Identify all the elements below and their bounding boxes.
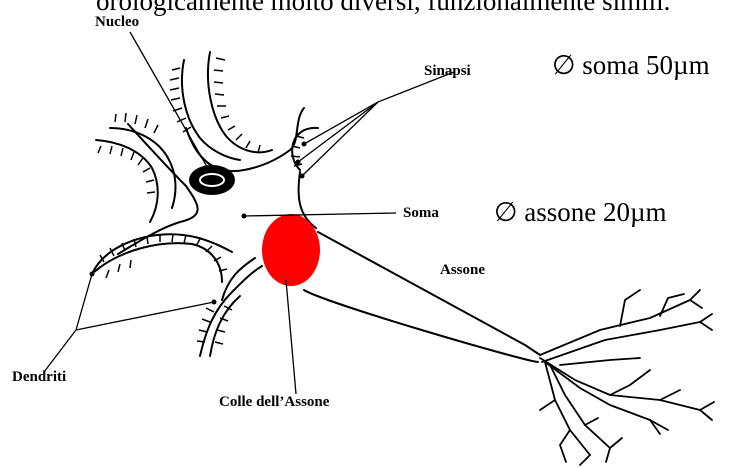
axon-diameter: ∅ assone 20µm (494, 197, 667, 228)
axon-terminals (540, 290, 714, 465)
dendrite-bottom-left (94, 243, 222, 282)
label-soma: Soma (403, 205, 439, 222)
dendrite-top-left (182, 60, 240, 160)
label-assone: Assone (440, 262, 485, 279)
dendrite-spines (98, 58, 304, 344)
label-nucleo: Nucleo (95, 14, 139, 31)
label-sinapsi: Sinapsi (424, 63, 471, 80)
dendrite-top-right (208, 52, 272, 152)
label-dendriti: Dendriti (12, 369, 66, 386)
soma-diameter: ∅ soma 50µm (552, 50, 710, 81)
nucleus (189, 165, 235, 195)
leader-lines (44, 32, 454, 394)
label-colle-assone: Colle dell’Assone (219, 394, 329, 411)
dendrite-bottom-2 (210, 296, 240, 356)
axon-hillock (262, 214, 320, 286)
